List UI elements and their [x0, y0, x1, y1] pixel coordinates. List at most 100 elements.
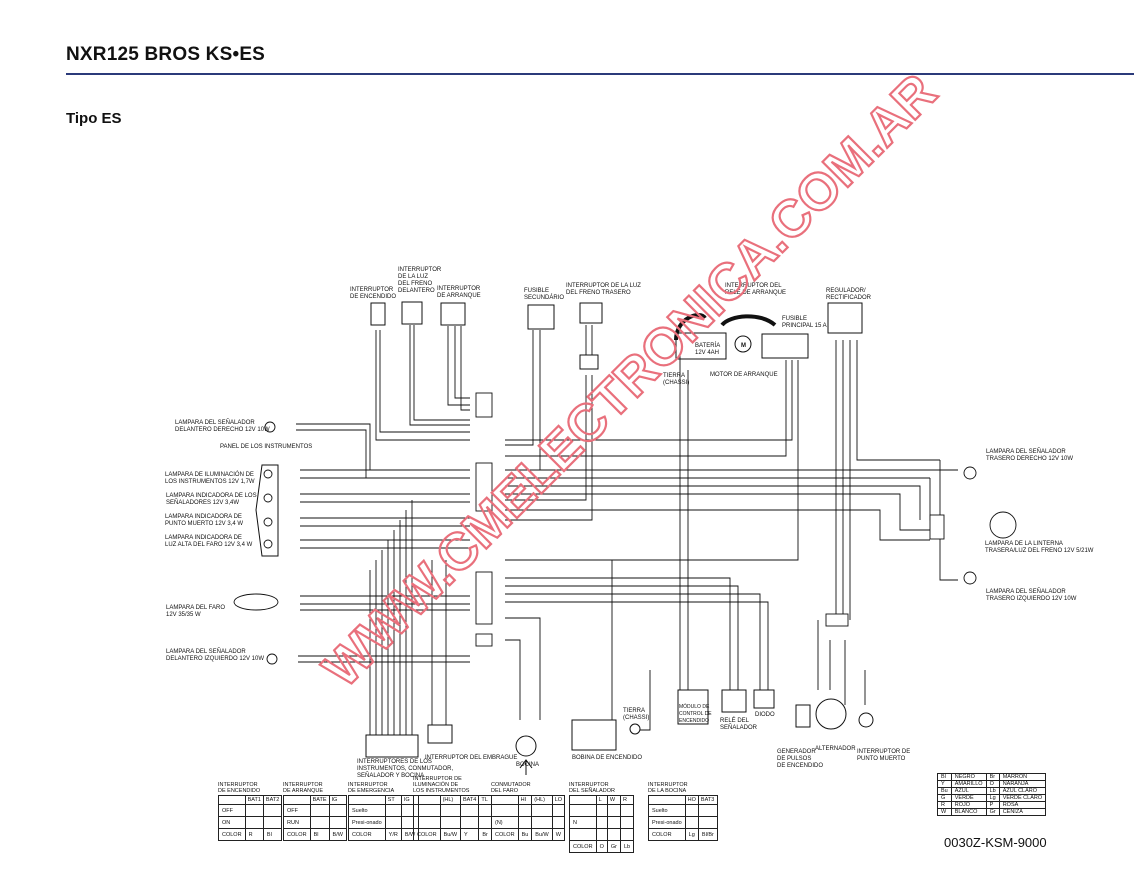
legend-cell: R — [937, 801, 952, 809]
alternator — [815, 698, 847, 730]
label-tierra-bottom: TIERRA(CHASSI) — [623, 708, 649, 721]
wires — [296, 325, 958, 735]
panel-bulbs — [233, 421, 1017, 665]
front-brake-switch — [401, 301, 423, 325]
legend-cell: VERDE — [950, 794, 987, 802]
table-cell: ON — [218, 816, 246, 829]
table-cell — [606, 804, 621, 817]
table-cell — [569, 828, 597, 841]
table-header-cell: BATE — [309, 795, 330, 805]
table-header-cell: R — [619, 795, 635, 805]
legend-cell: CENIZA — [998, 808, 1047, 816]
table-cell: Suelto — [348, 804, 386, 817]
table-cell — [606, 816, 621, 829]
table-cell: W — [551, 828, 566, 841]
legend-cell: Gr — [985, 808, 1000, 816]
starter-motor — [734, 335, 752, 353]
legend-cell: MARRÓN — [998, 773, 1047, 781]
table-header-cell — [491, 795, 519, 805]
table-cell: Bl — [262, 828, 283, 841]
table-cell — [244, 816, 264, 829]
table-cell: COLOR — [348, 828, 386, 841]
legend-cell: AZUL — [950, 787, 987, 795]
legend-cell: Br — [985, 773, 1000, 781]
table-cell: B/W — [328, 828, 347, 841]
table-cell — [619, 816, 635, 829]
table-cell — [517, 804, 533, 817]
legend-cell: Bl — [937, 773, 952, 781]
legend-cell: W — [937, 808, 952, 816]
table-header-cell: TL — [478, 795, 492, 805]
legend-cell: Lg — [985, 794, 1000, 802]
table-cell: Presi-onado — [648, 816, 686, 829]
label-alternador: ALTERNADOR — [815, 746, 856, 752]
legend-cell: AZUL CLARO — [998, 787, 1047, 795]
table-cell: Bu/W — [439, 828, 462, 841]
table-cell: Br — [478, 828, 492, 841]
table-cell — [262, 804, 283, 817]
table-cell: COLOR — [283, 828, 311, 841]
table-cell: COLOR — [648, 828, 686, 841]
table-cell — [413, 816, 441, 829]
page-subtitle: Tipo ES — [66, 110, 122, 127]
bottom-components — [365, 689, 874, 758]
table-cell — [619, 828, 635, 841]
table-cell — [684, 804, 699, 817]
table-cell — [595, 816, 608, 829]
table-cell — [595, 828, 608, 841]
table-header-cell — [348, 795, 386, 805]
table-cell — [595, 804, 608, 817]
table-header-cell: HO — [684, 795, 699, 805]
table-cell — [491, 804, 519, 817]
table-cell — [478, 804, 492, 817]
handlebar-switches — [365, 734, 419, 758]
ignition-coil — [571, 719, 617, 751]
table-header-cell: LO — [551, 795, 566, 805]
legend-cell: O — [985, 780, 1000, 788]
table-cell — [531, 816, 553, 829]
legend-cell: P — [985, 801, 1000, 809]
connectors — [475, 392, 945, 647]
table-cell: Presi-onado — [348, 816, 386, 829]
table-cell: OFF — [218, 804, 246, 817]
svg-text:M: M — [741, 343, 746, 349]
table-cell: Bu/W — [531, 828, 553, 841]
table-cell — [531, 804, 553, 817]
table-cell: Suelto — [648, 804, 686, 817]
table-cell — [384, 816, 402, 829]
table-cell — [619, 804, 635, 817]
table-header-cell — [218, 795, 246, 805]
table-header-cell: IG — [328, 795, 347, 805]
rear-brake-connector — [579, 354, 599, 370]
table-cell: N — [569, 816, 597, 829]
label-panel: PANEL DE LOS INSTRUMENTOS — [220, 444, 312, 450]
table-header-cell: BAT3 — [697, 795, 718, 805]
table-cell — [551, 804, 566, 817]
clutch-switch — [427, 724, 453, 744]
table-cell — [684, 816, 699, 829]
table-cell — [262, 816, 283, 829]
table-header-cell — [569, 795, 597, 805]
legend-cell: AMARILLO — [950, 780, 987, 788]
watermark: WWW.CMELECTRONICA.COM.AR — [312, 63, 947, 698]
table-header-cell: BAT4 — [460, 795, 480, 805]
